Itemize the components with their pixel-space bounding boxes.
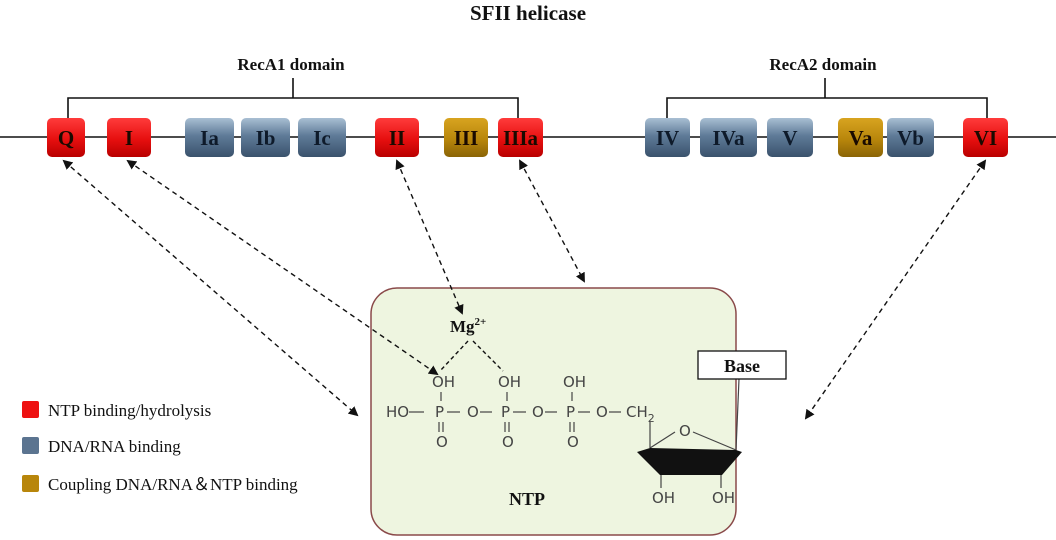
- recA2-domain-label: RecA2 domain: [769, 55, 877, 74]
- motif-ib: Ib: [241, 118, 290, 157]
- ntp-structure: Mg2+ OH OH OH HO P O P O P O CH2 O O: [386, 316, 787, 509]
- motif-box-iv: [645, 118, 690, 157]
- page-title: SFII helicase: [470, 1, 586, 25]
- motif-label-va: Va: [849, 126, 873, 150]
- motif-box-q: [47, 118, 85, 157]
- p-alpha: P: [566, 403, 575, 421]
- ribose-front-edge: [637, 448, 742, 475]
- legend-label-coupling: Coupling DNA/RNA＆NTP binding: [48, 475, 298, 494]
- mg-coord-right: [472, 340, 504, 372]
- motif-v: V: [767, 118, 813, 157]
- motif-iv: IV: [645, 118, 690, 157]
- legend-swatch-dna: [22, 437, 39, 454]
- ch2-group: CH2: [626, 403, 655, 425]
- arrow-i-to-phosphate: [126, 159, 439, 376]
- base-label: Base: [724, 356, 760, 376]
- motif-box-iiia: [498, 118, 543, 157]
- recA1-domain-label: RecA1 domain: [237, 55, 345, 74]
- motif-box-vi: [963, 118, 1008, 157]
- motif-box-ia: [185, 118, 234, 157]
- ho-terminal: HO: [386, 403, 409, 421]
- motif-label-ii: II: [389, 126, 405, 150]
- legend: NTP binding/hydrolysis DNA/RNA binding C…: [22, 401, 298, 494]
- motif-va: Va: [838, 118, 883, 157]
- motif-label-iv: IV: [656, 126, 679, 150]
- motif-label-i: I: [125, 126, 133, 150]
- arrow-q-to-ntp: [62, 159, 359, 417]
- motif-vb: Vb: [887, 118, 934, 157]
- motif-iva: IVa: [700, 118, 757, 157]
- motif-box-vb: [887, 118, 934, 157]
- legend-label-ntp: NTP binding/hydrolysis: [48, 401, 211, 420]
- motif-box-ii: [375, 118, 419, 157]
- motif-iii: III: [444, 118, 488, 157]
- motif-box-ic: [298, 118, 346, 157]
- o-double-beta: O: [502, 433, 514, 451]
- legend-swatch-ntp: [22, 401, 39, 418]
- legend-label-dna: DNA/RNA binding: [48, 437, 181, 456]
- oh-beta: OH: [498, 373, 521, 391]
- motif-iiia: IIIa: [498, 118, 543, 157]
- mg-ion-label: Mg2+: [450, 316, 486, 336]
- motif-q: Q: [47, 118, 85, 157]
- motif-box-iii: [444, 118, 488, 157]
- motif-box-iva: [700, 118, 757, 157]
- motif-box-ib: [241, 118, 290, 157]
- o-double-gamma: O: [436, 433, 448, 451]
- motif-box-va: [838, 118, 883, 157]
- motif-label-iva: IVa: [713, 126, 745, 150]
- ntp-label: NTP: [509, 489, 545, 509]
- motif-label-v: V: [782, 126, 797, 150]
- legend-swatch-coupling: [22, 475, 39, 492]
- motif-i: I: [107, 118, 151, 157]
- motif-label-q: Q: [58, 126, 74, 150]
- motif-vi: VI: [963, 118, 1008, 157]
- interaction-arrows: [62, 159, 987, 420]
- o-bridge-3: O: [596, 403, 608, 421]
- motif-label-ic: Ic: [313, 126, 331, 150]
- arrow-iiia-to-ntp: [519, 159, 585, 283]
- arrow-vi-to-base: [804, 159, 987, 420]
- motif-ic: Ic: [298, 118, 346, 157]
- oh-2prime: OH: [652, 489, 675, 507]
- p-beta: P: [501, 403, 510, 421]
- recA1-bracket: RecA1 domain: [67, 55, 519, 118]
- o-bridge-2: O: [532, 403, 544, 421]
- motif-label-ib: Ib: [256, 126, 276, 150]
- motif-box-v: [767, 118, 813, 157]
- arrow-ii-to-mg: [395, 159, 464, 315]
- oh-3prime: OH: [712, 489, 735, 507]
- ring-oxygen: O: [679, 422, 691, 440]
- motif-label-ia: Ia: [200, 126, 219, 150]
- recA2-bracket: RecA2 domain: [666, 55, 988, 118]
- o-bridge-1: O: [467, 403, 479, 421]
- p-gamma: P: [435, 403, 444, 421]
- base-box: [697, 350, 787, 380]
- motif-label-vi: VI: [974, 126, 997, 150]
- oh-alpha: OH: [432, 373, 455, 391]
- o-double-alpha: O: [567, 433, 579, 451]
- motif-ia: Ia: [185, 118, 234, 157]
- motif-label-iii: III: [454, 126, 479, 150]
- motif-label-iiia: IIIa: [503, 126, 539, 150]
- oh-gamma: OH: [563, 373, 586, 391]
- motif-box-i: [107, 118, 151, 157]
- motif-ii: II: [375, 118, 419, 157]
- motif-label-vb: Vb: [897, 126, 924, 150]
